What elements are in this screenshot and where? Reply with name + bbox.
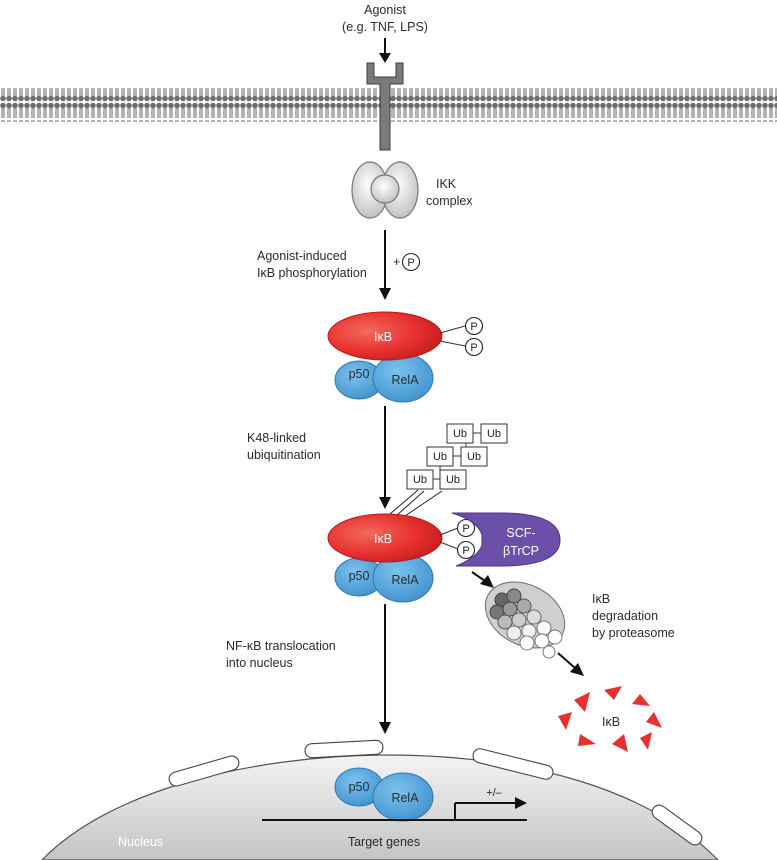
agonist-arrow [379,38,391,63]
p50-label: p50 [349,780,370,794]
ub-label: Ub [467,451,481,463]
receptor-icon [366,62,404,151]
fragment-label: IκB [602,715,620,729]
agonist-examples-label: (e.g. TNF, LPS) [342,20,428,34]
ub-label: Ub [453,428,467,440]
scf-label: SCF- [506,526,535,540]
phosphate-label: P [470,321,477,333]
degradation-arrow [557,652,584,676]
nfkb-ikb-complex-2 [327,513,476,603]
nucleus-label: Nucleus [118,835,163,849]
ikb-label: IκB [374,330,392,344]
rela-label: RelA [391,373,419,387]
phosphate-icon [456,518,476,538]
scf-btrcp-icon [451,512,561,567]
phosphate-icon [456,540,476,560]
step3-label-line1: NF-κB translocation [226,639,336,653]
nfkb-ikb-complex-1 [327,311,484,403]
p50-label: p50 [349,569,370,583]
ub-label: Ub [446,474,460,486]
phosphate-icon [464,337,484,357]
degradation-label-line1: IκB [592,592,610,606]
agonist-label: Agonist [364,3,406,17]
phosphate-label: P [462,545,469,557]
ubiquitin-chain [389,423,508,519]
rela-label: RelA [391,791,419,805]
p50-label: p50 [349,367,370,381]
ub-label: Ub [487,428,501,440]
step2-label-line1: K48-linked [247,431,306,445]
ubiquitination-arrow [379,406,391,509]
to-proteasome-arrow [471,571,494,588]
phosphate-icon [464,316,484,336]
ub-label: Ub [413,474,427,486]
phosphate-icon [401,252,421,272]
rela-label: RelA [391,573,419,587]
plus-sign: + [393,255,400,269]
step1-label-line1: Agonist-induced [257,249,347,263]
ikk-label: IKK [436,177,457,191]
proteasome-icon [484,581,566,659]
degradation-label-line2: degradation [592,609,658,623]
ikk-complex-icon [351,161,419,219]
phosphate-label: P [407,257,414,269]
ikb-label: IκB [374,532,392,546]
nucleus-icon [41,739,719,860]
phosphate-label: P [462,523,469,535]
phosphate-label: P [470,342,477,354]
step2-label-line2: ubiquitination [247,448,321,462]
degradation-label-line3: by proteasome [592,626,675,640]
translocation-arrow [379,604,391,734]
plusminus-label: +/– [486,787,502,799]
phosphorylation-arrow [379,230,391,300]
ub-label: Ub [433,451,447,463]
target-genes-label: Target genes [348,835,420,849]
ikb-fragments-icon [558,686,662,752]
ikk-complex-label: complex [426,194,473,208]
step1-label-line2: IκB phosphorylation [257,266,367,280]
btrcp-label: βTrCP [503,544,539,558]
step3-label-line2: into nucleus [226,656,293,670]
